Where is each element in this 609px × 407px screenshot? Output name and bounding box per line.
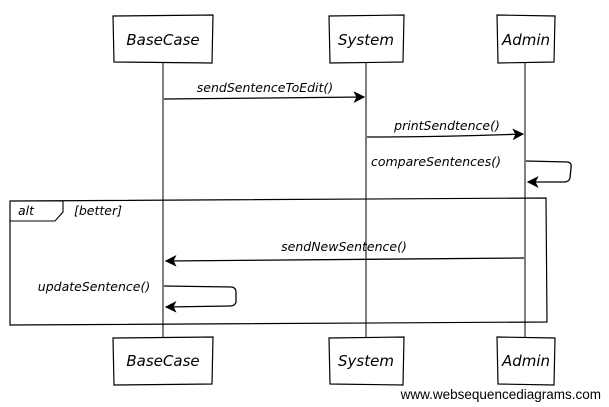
participant-label: System (338, 352, 394, 370)
participant-label: BaseCase (126, 352, 199, 370)
participant-basecase-bottom: BaseCase (112, 336, 214, 386)
participant-system-top: System (328, 14, 405, 64)
participant-admin-bottom: Admin (496, 336, 556, 386)
participant-system-bottom: System (328, 336, 405, 386)
message-label: updateSentence() (38, 279, 150, 294)
fragment-guard: [better] (74, 203, 122, 218)
participant-label: System (338, 31, 394, 49)
watermark-link[interactable]: www.websequencediagrams.com (400, 387, 601, 402)
message-compare-sentences: compareSentences() (371, 154, 572, 188)
message-update-sentence: updateSentence() (38, 279, 237, 313)
participant-basecase-top: BaseCase (112, 14, 214, 64)
message-label: compareSentences() (371, 154, 501, 169)
message-label: printSendtence() (393, 118, 500, 133)
message-print-sendtence: printSendtence() (366, 118, 525, 141)
message-label: sendSentenceToEdit() (197, 80, 333, 95)
message-label: sendNewSentence() (281, 239, 407, 254)
participant-label: BaseCase (126, 31, 199, 49)
message-send-sentence-to-edit: sendSentenceToEdit() (163, 80, 366, 103)
participant-admin-top: Admin (496, 14, 556, 64)
participant-label: Admin (501, 31, 550, 49)
alt-fragment: alt [better] (9, 197, 548, 326)
fragment-operator: alt (18, 203, 35, 218)
participant-label: Admin (501, 352, 550, 370)
message-send-new-sentence: sendNewSentence() (164, 239, 525, 267)
